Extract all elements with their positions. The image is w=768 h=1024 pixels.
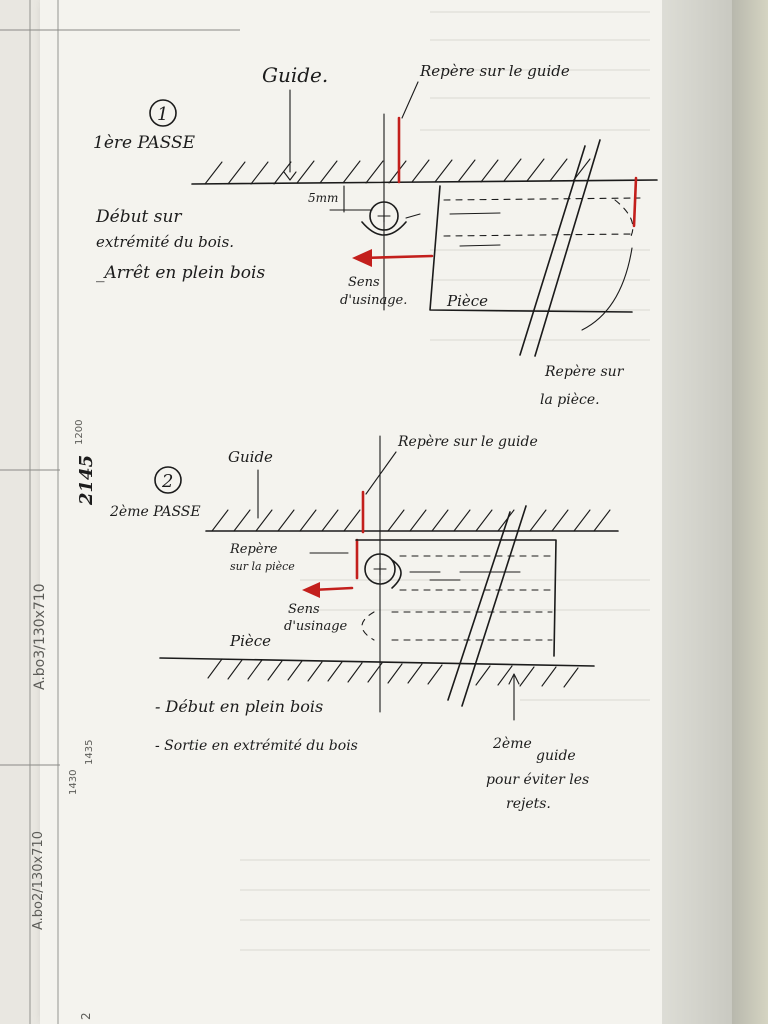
piece-mark-1-line2: la pièce. [540, 392, 600, 408]
diagram-1-pass-label: 1ère PASSE [93, 133, 196, 153]
diagram-1: 1 1ère PASSE Guide. Repère sur le gui [93, 62, 658, 408]
second-guide-line1: 2ème [492, 736, 532, 752]
guide-1-label: Guide. [262, 63, 328, 87]
direction-arrow-1-head [352, 249, 372, 267]
stop-note: _Arrêt en plein bois [96, 263, 265, 283]
ref-a: A.bo3/130x710 [32, 583, 48, 690]
guide-2-label: Guide [228, 448, 273, 466]
piece-1-short-strokes [449, 212, 501, 247]
direction-1-line2: d'usinage. [340, 293, 407, 308]
direction-arrow-2-head [302, 582, 320, 598]
piece-mark-2-line2: sur la pièce [230, 560, 295, 573]
guide-2-diagonal-a [447, 511, 511, 701]
binder-edge [732, 0, 768, 1024]
ref-c: A.bo2/130x710 [31, 831, 46, 930]
offset-label: 5mm [308, 191, 338, 205]
guide-2-mark-pointer [365, 451, 397, 495]
margin-notes: 2145 1200 A.bo3/130x710 1430 1435 A.bo2/… [31, 420, 97, 1020]
back-page [662, 0, 732, 1024]
ref-b-2: 1435 [84, 740, 95, 765]
second-guide-line4: rejets. [506, 796, 551, 812]
guide-2-mark-label: Repère sur le guide [397, 434, 538, 450]
piece-1-outline [429, 185, 633, 313]
guide-1-edge [191, 179, 658, 185]
notebook-page [40, 0, 670, 1024]
guide-2-second-pointer-head [508, 673, 520, 685]
dimension-small: 1200 [74, 420, 85, 445]
start-note-2: extrémité du bois. [96, 233, 234, 251]
diagram-1-number: 1 [157, 104, 168, 125]
piece-1-end-curve [581, 247, 633, 331]
router-bit-2 [364, 553, 396, 585]
guide-1-pointer-head [283, 171, 297, 181]
piece-1-cut-lines [443, 197, 641, 237]
start-note-1: Début sur [95, 207, 182, 227]
piece-1-red-mark [632, 176, 638, 228]
guide-2-bottom-edge [159, 657, 595, 667]
router-tick-1 [405, 213, 421, 219]
guide-1-mark-pointer [401, 81, 419, 119]
piece-2-outline [355, 539, 557, 657]
router-base-arc-2 [391, 559, 402, 589]
piece-2-cut-lines [391, 555, 555, 641]
guide-1-mark-label: Repère sur le guide [419, 62, 570, 80]
dimension-main: 2145 [76, 455, 97, 506]
diagram-2-number: 2 [161, 471, 173, 492]
guide-1-diagonal-b [534, 139, 601, 357]
diagram-2-pass-label: 2ème PASSE [109, 504, 201, 520]
guide-1-hatching [204, 158, 591, 185]
note-exit: - Sortie en extrémité du bois [155, 738, 358, 754]
guide-2-top-hatching [211, 509, 611, 532]
margin-pencil-lines [0, 0, 240, 1024]
direction-2-line1: Sens [288, 602, 320, 617]
number-circle-2 [154, 466, 182, 494]
number-circle-1 [149, 99, 177, 127]
guide-2-diagonal-b [461, 505, 527, 707]
direction-arrow-1 [360, 254, 434, 260]
piece-mark-2-line1: Repère [229, 542, 278, 557]
piece-1-label: Pièce [446, 292, 488, 310]
corner-number: 2 [79, 1012, 93, 1020]
router-base-arc-1 [361, 221, 407, 236]
second-guide-line2: guide [536, 748, 576, 764]
piece-2-label: Pièce [229, 632, 271, 650]
diagram-2: 2 2ème PASSE Guide Repère sur le guide [109, 434, 619, 812]
piece-mark-1-line1: Repère sur [544, 364, 625, 380]
piece-1-end-arc [614, 199, 634, 239]
note-start: - Début en plein bois [155, 697, 323, 716]
ref-b-1: 1430 [68, 770, 79, 795]
piece-2-end-arc [361, 611, 375, 641]
ghost-text-lines [240, 11, 650, 951]
guide-1-diagonal-a [519, 145, 586, 356]
guide-2-bottom-hatching [207, 658, 579, 688]
second-guide-line3: pour éviter les [486, 772, 589, 788]
direction-1-line1: Sens [348, 275, 380, 290]
direction-2-line2: d'usinage [284, 619, 348, 634]
router-bit-1 [369, 201, 399, 231]
